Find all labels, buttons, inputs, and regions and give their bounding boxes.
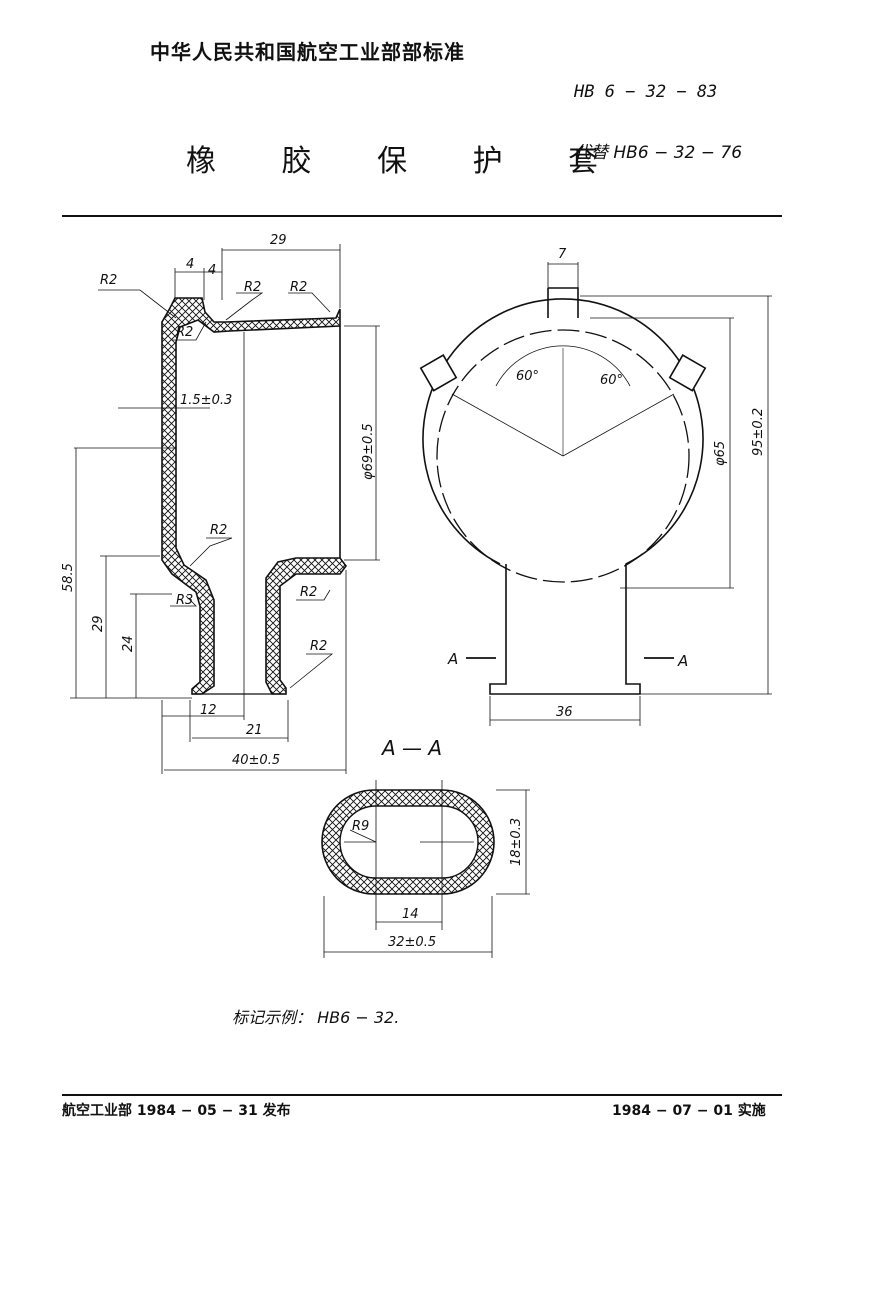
- svg-text:R2: R2: [176, 325, 193, 340]
- side-section-view: [161, 297, 347, 695]
- replaces-standard: 代替 HB6 − 32 − 76: [574, 143, 743, 163]
- svg-text:36: 36: [556, 705, 573, 720]
- side-dimension-text: 29 4 4 R2 R2 R2 R2 1.5±0.3 R2 R2 R3 R2 1…: [61, 233, 376, 768]
- svg-text:40±0.5: 40±0.5: [232, 753, 280, 768]
- svg-text:95±0.2: 95±0.2: [751, 408, 766, 456]
- svg-text:R2: R2: [244, 280, 261, 295]
- svg-text:1.5±0.3: 1.5±0.3: [180, 393, 232, 408]
- svg-text:R2: R2: [290, 280, 307, 295]
- publish-date: 航空工业部 1984 − 05 − 31 发布: [62, 1103, 291, 1119]
- svg-text:4: 4: [186, 257, 194, 272]
- svg-text:R2: R2: [210, 523, 227, 538]
- svg-text:φ69±0.5: φ69±0.5: [361, 423, 376, 480]
- svg-text:A: A: [677, 652, 688, 670]
- standard-number: HB 6 − 32 − 83: [574, 82, 718, 102]
- svg-text:φ65: φ65: [713, 441, 728, 466]
- svg-text:60°: 60°: [600, 373, 623, 388]
- svg-text:R2: R2: [310, 639, 327, 654]
- header-rule: [62, 215, 782, 217]
- svg-text:60°: 60°: [516, 369, 539, 384]
- footer-rule: [62, 1094, 782, 1096]
- section-title: A — A: [382, 736, 443, 760]
- svg-text:29: 29: [270, 233, 287, 248]
- svg-text:R3: R3: [176, 593, 193, 608]
- svg-text:21: 21: [246, 723, 263, 738]
- issuing-authority: 中华人民共和国航空工业部部标准: [150, 40, 465, 64]
- svg-text:32±0.5: 32±0.5: [388, 935, 436, 950]
- svg-text:18±0.3: 18±0.3: [509, 818, 524, 866]
- svg-text:R9: R9: [352, 819, 369, 834]
- svg-text:7: 7: [558, 247, 567, 262]
- svg-text:R2: R2: [300, 585, 317, 600]
- svg-text:12: 12: [200, 703, 217, 718]
- svg-text:29: 29: [91, 615, 106, 632]
- marking-example: 标记示例： HB6 − 32.: [232, 1008, 400, 1027]
- end-view-text: 7 60° 60° φ65 95±0.2 A A 36: [447, 247, 766, 720]
- side-dimensions: [70, 244, 380, 774]
- document-title: 橡 胶 保 护 套: [186, 144, 627, 179]
- svg-text:A: A: [447, 650, 458, 668]
- svg-text:4: 4: [208, 263, 216, 278]
- svg-text:24: 24: [121, 635, 136, 652]
- section-text: R9 18±0.3 14 32±0.5: [352, 818, 524, 950]
- svg-text:R2: R2: [100, 273, 117, 288]
- svg-text:14: 14: [402, 907, 419, 922]
- end-view: [419, 262, 772, 726]
- implement-date: 1984 − 07 − 01 实施: [612, 1103, 766, 1119]
- section-a-a: [321, 780, 530, 958]
- svg-text:58.5: 58.5: [61, 563, 76, 592]
